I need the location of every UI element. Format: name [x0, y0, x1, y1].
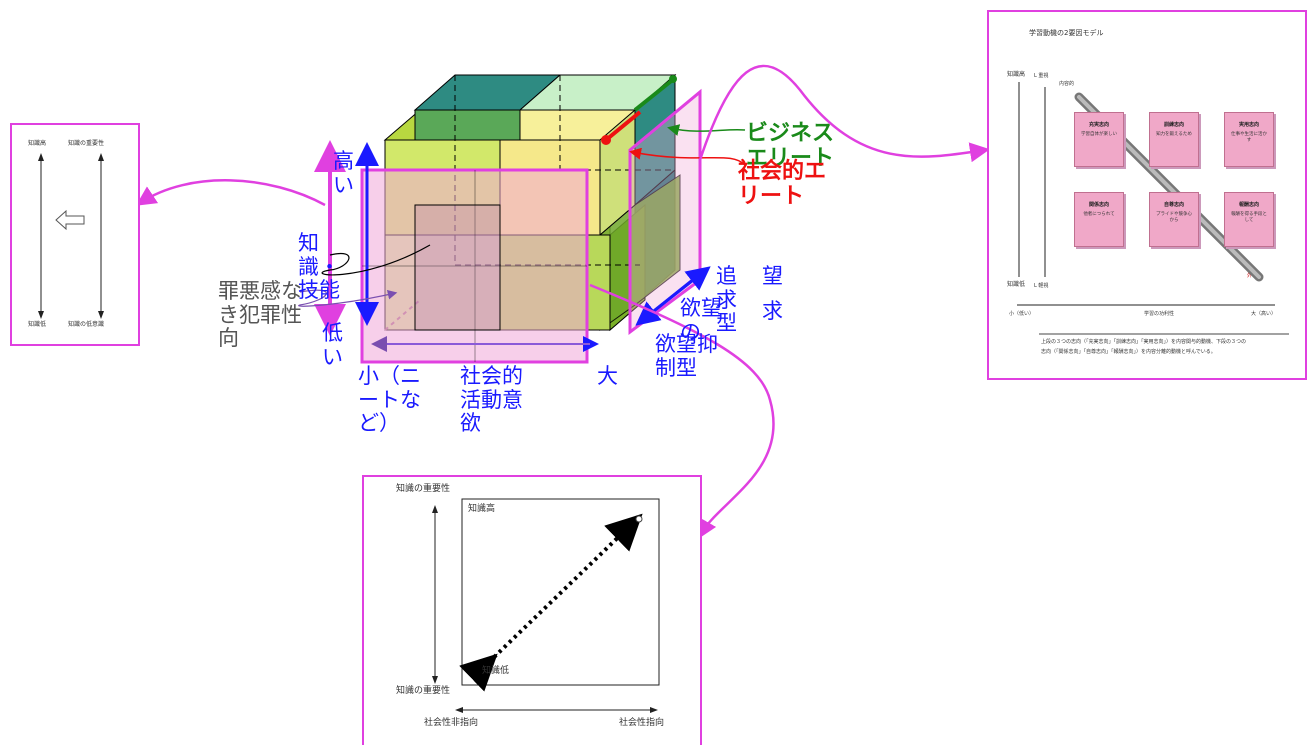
depth-front-label: 欲望抑制型 [655, 332, 718, 380]
connector-to-bottom-panel [589, 283, 775, 540]
right-panel: 学習動機の2要因モデル 知識高 知識低 L 重視 L 軽視 内容的 外容的 充実… [987, 10, 1307, 380]
right-panel-x-left: 小（低い） [1009, 311, 1035, 317]
right-panel-title: 学習動機の2要因モデル [1029, 29, 1104, 37]
left-panel-graphics [38, 153, 104, 319]
motive-box-body: 学習自体が楽しい [1081, 132, 1117, 137]
axis-horizontal-title: 社会的活動意欲 [460, 364, 523, 436]
bottom-panel: 知識の重要性 知識高 知識低 知識の重要性 社会性非指向 社会性指向 [362, 475, 702, 745]
right-panel-footer-1: 上段の３つの志向（「充実志向」「訓練志向」「実用志向」）を内容関与的動機、下段の… [1041, 339, 1247, 345]
right-panel-y-bottom: 知識低 [1007, 281, 1026, 288]
motive-box: 訓練志向知力を鍛えるため [1149, 112, 1199, 167]
right-panel-y-top: 知識高 [1007, 71, 1026, 78]
criminal-pointer [298, 289, 398, 307]
motive-box-title: 訓練志向 [1163, 122, 1184, 128]
motive-box-title: 実用志向 [1238, 122, 1259, 128]
motive-box: 充実志向学習自体が楽しい [1074, 112, 1124, 167]
diagonal-dotted-arrow [459, 513, 643, 692]
motive-box-body: プライドや競争心から [1156, 212, 1192, 223]
knowledge-pointer [321, 244, 431, 276]
connector-to-right-panel [698, 64, 990, 163]
motive-box-body: 知力を鍛えるため [1156, 132, 1192, 137]
motive-box-title: 関係志向 [1088, 202, 1109, 208]
right-panel-band-top: 内容的 [1059, 81, 1075, 87]
right-panel-footer-2: 志向（「関係志向」「自尊志向」「報酬志向」）を内容分離的動機と呼んでいる。 [1041, 349, 1216, 355]
left-panel-top-left: 知識高 [28, 140, 47, 147]
motive-box-title: 自尊志向 [1163, 202, 1184, 208]
bottom-panel-inner-bottom: 知識低 [482, 666, 510, 676]
bottom-panel-y-top: 知識の重要性 [396, 484, 451, 494]
social-pointer [629, 147, 746, 166]
social-elite-label: 社会的エリート [738, 159, 827, 209]
bottom-panel-graphics [432, 498, 660, 713]
left-panel-bottom-right: 知識の低意識 [68, 321, 105, 328]
motive-box: 報酬志向報酬を得る手段として [1224, 192, 1274, 247]
bottom-panel-y-bottom: 知識の重要性 [396, 686, 451, 696]
axis-vertical-title: 知識・技能 [298, 231, 340, 303]
left-outline-arrow-icon [55, 209, 85, 231]
bottom-panel-inner-top: 知識高 [468, 504, 496, 514]
axis-vertical-top-label: 高い [333, 149, 354, 197]
depth-back-label-2: 追求型 [716, 264, 737, 336]
motive-box: 自尊志向プライドや競争心から [1149, 192, 1199, 247]
motive-box-body: 他者につられて [1083, 212, 1115, 217]
social-elite-edge [604, 110, 642, 142]
motive-box-title: 充実志向 [1088, 122, 1109, 128]
motive-box-body: 仕事や生活に活かす [1231, 132, 1267, 143]
axis-horizontal-left-label: 小（ニートなど） [358, 364, 421, 436]
left-panel-top-right: 知識の重要性 [68, 140, 105, 147]
motive-box: 実用志向仕事や生活に活かす [1224, 112, 1274, 167]
left-panel: 知識高 知識の重要性 知識低 知識の低意識 [10, 123, 140, 346]
left-panel-bottom-left: 知識低 [28, 321, 47, 328]
motive-box-title: 報酬志向 [1238, 202, 1259, 208]
depth-top-label-2: 求 [762, 299, 783, 323]
right-panel-axis-bottom-tag: L 軽視 [1034, 283, 1049, 289]
depth-top-label: 望 [762, 264, 783, 288]
motive-box: 関係志向他者につられて [1074, 192, 1124, 247]
axis-horizontal-right-label: 大 [597, 364, 618, 388]
cube-front-face [360, 168, 589, 364]
business-elite-label: ビジネスエリート [746, 121, 835, 171]
connector-to-left-panel [135, 179, 326, 207]
business-elite-edge [633, 76, 677, 112]
axis-vertical-bottom-label: 低い [322, 321, 343, 369]
criminal-label: 罪悪感なき犯罪性向 [218, 279, 302, 351]
right-panel-x-right: 大（高い） [1251, 311, 1277, 317]
right-panel-x-mid: 学習の功利性 [1144, 311, 1175, 317]
depth-back-label-1: 欲望の [680, 296, 722, 344]
motive-box-body: 報酬を得る手段として [1231, 212, 1267, 223]
bottom-panel-x-right: 社会性指向 [619, 718, 665, 728]
bottom-panel-x-left: 社会性非指向 [424, 718, 479, 728]
right-panel-axis-top-tag: L 重視 [1034, 73, 1049, 79]
